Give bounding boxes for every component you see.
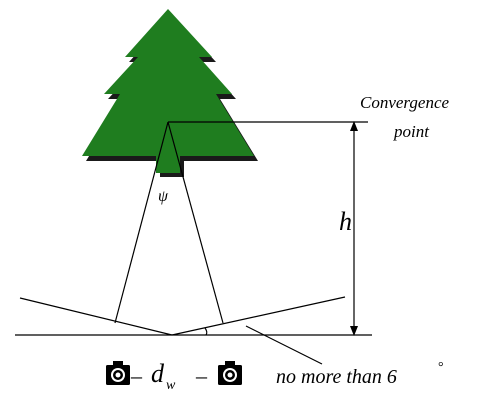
right-sight-line [167,121,224,324]
convergence-label-line1: Convergence [360,93,450,112]
angle-label: ψ [158,188,169,205]
degree-sign: ° [438,360,444,375]
height-arrowheads [350,121,358,336]
baseline-subscript: w [166,378,176,393]
baseline-label: d [151,359,165,388]
right-camera-icon [218,361,242,385]
convergence-label-line2: point [393,122,430,141]
angle-arc [204,327,208,336]
baseline-dash-left: – [130,363,143,388]
angle-leader-line [245,325,323,365]
tree [82,9,254,173]
arrow-down-icon [350,326,358,336]
left-ground-ray [19,297,173,336]
baseline-dash-right: – [195,363,208,388]
left-sight-line [114,121,169,324]
height-label: h [339,207,352,236]
left-camera-icon [106,361,130,385]
angle-limit-label: no more than 6 [276,366,397,388]
arrow-up-icon [350,121,358,131]
right-ground-ray [171,296,346,336]
geometry-lines [15,121,372,365]
